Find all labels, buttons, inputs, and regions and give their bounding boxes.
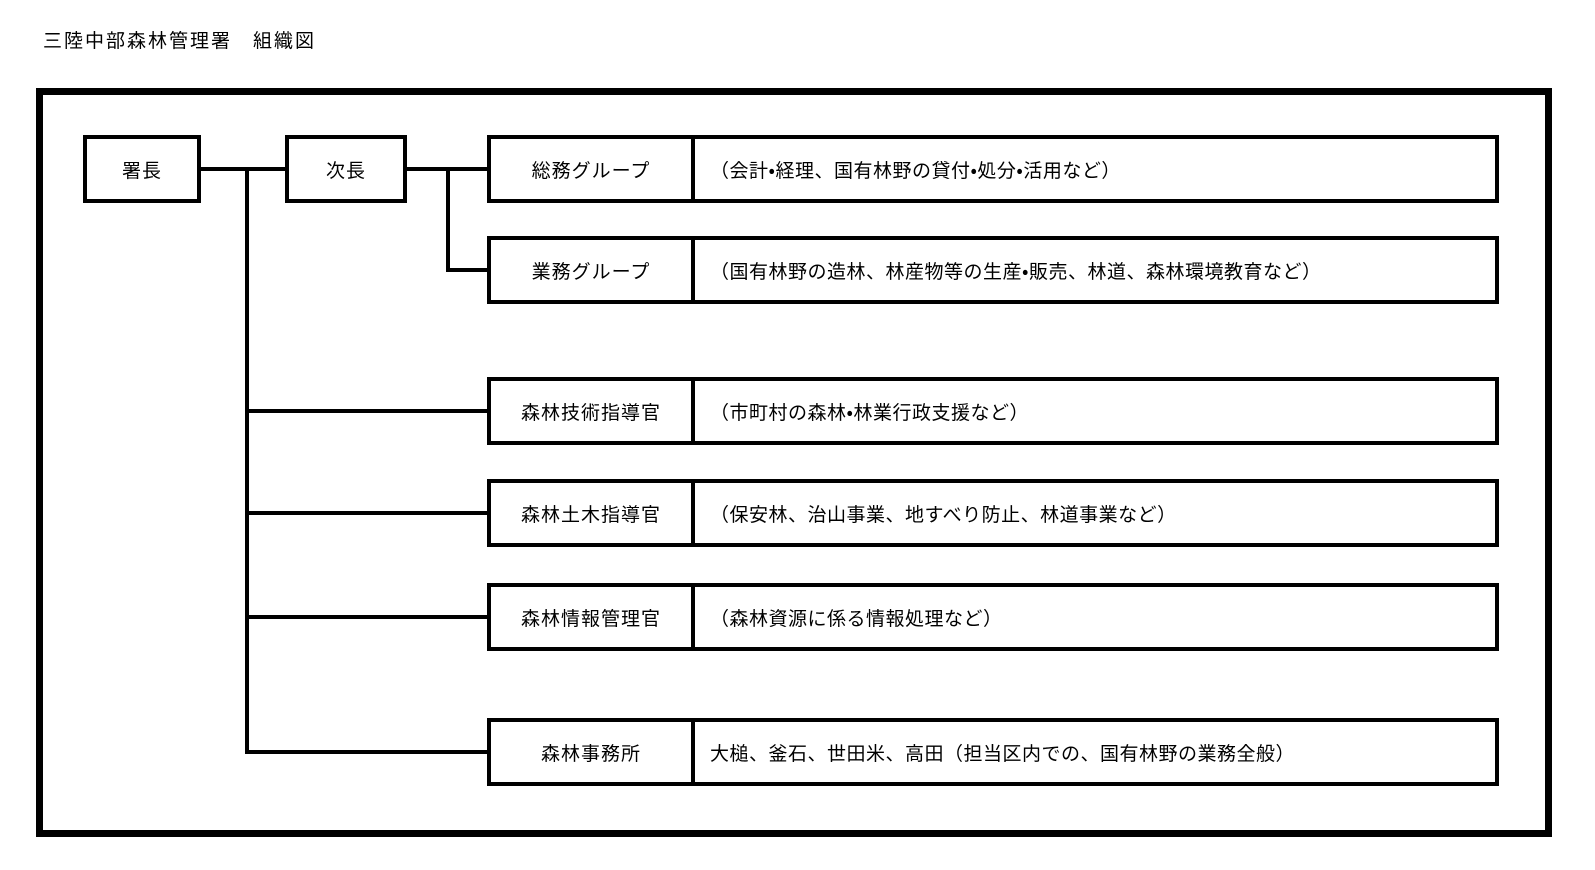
org-chart-frame [36, 88, 1552, 837]
node-desc-cell: （保安林、治山事業、地すべり防止、林道事業など） [710, 504, 1177, 526]
connector-forest-information-branch [245, 615, 489, 619]
node-deputy-chief-label: 次長 [325, 160, 366, 182]
node-title-cell: 森林情報管理官 [491, 587, 695, 647]
node-title-cell: 森林技術指導官 [491, 381, 695, 441]
node-general-affairs-group: 総務グループ （会計・経理、国有林野の貸付・処分・活用など） [487, 135, 1499, 203]
connector-forest-civil-branch [245, 511, 489, 515]
node-desc-cell: （森林資源に係る情報処理など） [710, 608, 1003, 630]
node-desc-cell: 大槌、釜石、世田米、高田（担当区内での、国有林野の業務全般） [710, 743, 1296, 765]
connector-forest-technology-branch [245, 409, 489, 413]
node-forest-office: 森林事務所 大槌、釜石、世田米、高田（担当区内での、国有林野の業務全般） [487, 718, 1499, 786]
node-title-cell: 業務グループ [491, 240, 695, 300]
node-desc-cell: （市町村の森林・林業行政支援など） [710, 402, 1029, 424]
connector-main-trunk [245, 167, 249, 754]
node-title-cell: 総務グループ [491, 139, 695, 199]
connector-chief-deputy [199, 167, 289, 171]
node-title-cell: 森林土木指導官 [491, 483, 695, 543]
node-forest-technology-officer: 森林技術指導官 （市町村の森林・林業行政支援など） [487, 377, 1499, 445]
node-desc-cell: （会計・経理、国有林野の貸付・処分・活用など） [710, 160, 1121, 182]
node-title-cell: 森林事務所 [491, 722, 695, 782]
node-operations-group: 業務グループ （国有林野の造林、林産物等の生産・販売、林道、森林環境教育など） [487, 236, 1499, 304]
node-deputy-chief: 次長 [285, 135, 407, 203]
connector-forest-office-branch [245, 750, 489, 754]
node-forest-civil-engineering-officer: 森林土木指導官 （保安林、治山事業、地すべり防止、林道事業など） [487, 479, 1499, 547]
node-chief-label: 署長 [121, 160, 162, 182]
connector-deputy-drop [446, 167, 450, 272]
node-chief: 署長 [83, 135, 201, 203]
connector-operations-branch [446, 268, 489, 272]
page-title: 三陸中部森林管理署 組織図 [43, 31, 317, 52]
node-forest-information-officer: 森林情報管理官 （森林資源に係る情報処理など） [487, 583, 1499, 651]
node-desc-cell: （国有林野の造林、林産物等の生産・販売、林道、森林環境教育など） [710, 261, 1322, 283]
